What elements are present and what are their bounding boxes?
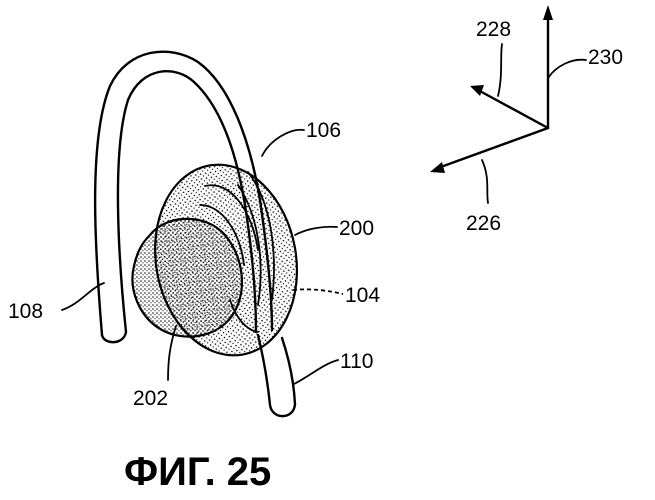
label-230: 230	[588, 46, 623, 69]
label-200: 200	[339, 217, 374, 240]
ear-tip	[132, 219, 241, 337]
label-226: 226	[466, 212, 501, 235]
label-108: 108	[8, 300, 43, 323]
label-106: 106	[306, 119, 341, 142]
label-104: 104	[345, 284, 380, 307]
figure-caption: ФИГ. 25	[124, 450, 271, 494]
label-202: 202	[133, 387, 168, 410]
label-228: 228	[476, 18, 511, 41]
label-110: 110	[340, 350, 373, 373]
leader-lines	[62, 44, 586, 384]
